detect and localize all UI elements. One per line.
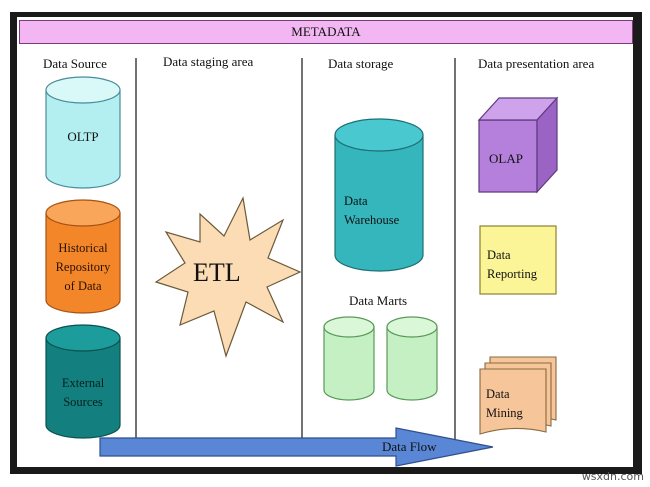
warehouse-label: Data Warehouse [344, 194, 400, 227]
oltp-label: OLTP [67, 129, 99, 144]
column-staging: Data staging area [163, 54, 254, 69]
oltp-cylinder [45, 76, 121, 189]
olap-cube [477, 96, 559, 194]
mining-pages [479, 356, 557, 435]
etl-starburst [154, 196, 302, 358]
metadata-banner: METADATA [19, 20, 633, 44]
reporting-box [479, 225, 557, 295]
mining-label: Data Mining [486, 387, 523, 420]
external-cylinder [45, 324, 121, 439]
historical-cylinder [45, 199, 121, 314]
olap-label: OLAP [489, 151, 523, 166]
warehouse-cylinder [334, 118, 424, 272]
data-flow-arrow [99, 427, 494, 467]
data-marts-label: Data Marts [349, 293, 408, 308]
watermark: wsxdn.com [581, 470, 644, 483]
external-label: External Sources [61, 376, 105, 409]
column-presentation: Data presentation area [478, 56, 595, 71]
column-storage: Data storage [328, 56, 394, 71]
etl-label: ETL [193, 258, 241, 287]
historical-label: Historical Repository of Data [55, 241, 111, 293]
data-flow-label: Data Flow [382, 439, 437, 454]
data-mart-cylinder-1 [323, 316, 375, 401]
data-mart-cylinder-2 [386, 316, 438, 401]
column-data-source: Data Source [43, 56, 107, 71]
reporting-label: Data Reporting [487, 248, 537, 281]
